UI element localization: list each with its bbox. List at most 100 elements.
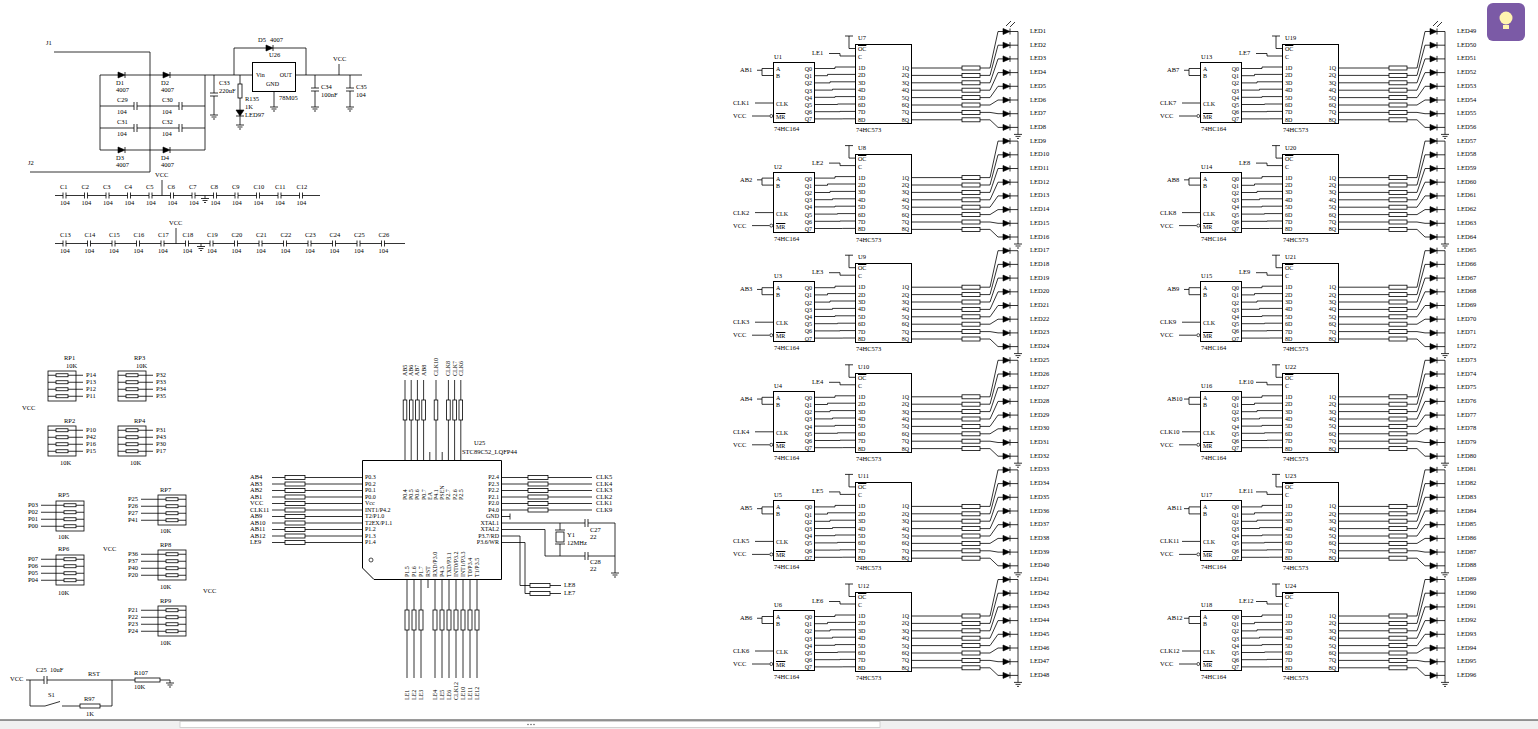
wire: [262, 243, 284, 244]
pin-name: 1Q: [902, 65, 909, 71]
resistor-symbol: [126, 443, 138, 446]
wire: [1407, 525, 1430, 536]
wire: [240, 98, 241, 110]
led-symbol: [1003, 248, 1010, 254]
led-symbol: [1430, 590, 1437, 596]
pin-name: MR: [1203, 114, 1212, 120]
pin-name: 7D: [1285, 548, 1292, 554]
pin-name: 2Q: [902, 401, 909, 407]
wire: [1437, 497, 1445, 498]
led-label: LED37: [1030, 521, 1049, 528]
wire: [1242, 184, 1282, 185]
led-symbol: [1003, 604, 1010, 610]
part-number: 74HC573: [856, 127, 881, 134]
wire: [421, 580, 422, 610]
logic-chip: U17ABCLKMRQ0Q1Q2Q3Q4Q5Q6Q774HC164: [1200, 500, 1242, 561]
pin-name: P1.5: [404, 566, 410, 577]
wire: [68, 444, 76, 445]
wire: [1407, 429, 1430, 434]
pin-name: Q5: [805, 212, 812, 218]
part-number: 74HC573: [1283, 675, 1308, 682]
wire: [1437, 374, 1445, 375]
pin-name: Q4: [1232, 424, 1239, 430]
resistor-symbol: [1389, 103, 1407, 107]
wire: [405, 380, 406, 400]
pin-name: 5Q: [902, 643, 909, 649]
pin-name: P0.7: [421, 489, 427, 500]
logic-chip: U11OCC1D2D3D4D5D6D7D8D1Q2Q3Q4Q5Q6Q7Q8Q74…: [855, 482, 912, 562]
wire: [1189, 287, 1200, 288]
wire: [845, 364, 853, 365]
pin-name: 6D: [1285, 431, 1292, 437]
led-symbol: [1430, 535, 1437, 541]
led-label: LED85: [1457, 521, 1476, 528]
capacitor-symbol: [136, 241, 137, 247]
resistor-symbol: [1389, 432, 1407, 436]
wire: [757, 179, 762, 180]
pin-name: CLK: [776, 101, 788, 107]
resistor-symbol: [461, 610, 465, 630]
resistor-symbol: [459, 400, 463, 420]
pin-name: 8Q: [902, 226, 909, 232]
component-label: 104: [162, 109, 172, 116]
resistor-symbol: [285, 508, 305, 512]
led-label: LED48: [1030, 672, 1049, 679]
pin-name: Q4: [1232, 204, 1239, 210]
ground-symbol: [1018, 679, 1019, 682]
led-label: LED82: [1457, 480, 1476, 487]
led-label: LED28: [1030, 398, 1049, 405]
light-arrow: [1010, 22, 1015, 27]
wire: [815, 535, 855, 537]
led-symbol: [1003, 56, 1010, 62]
wire: [56, 559, 64, 560]
resistor-symbol: [962, 447, 980, 451]
net-label: AB6: [740, 615, 752, 622]
pin-name: Q0: [805, 395, 812, 401]
led-symbol: [1003, 453, 1010, 459]
wire: [1437, 278, 1445, 279]
wire: [1445, 251, 1446, 351]
resistor-symbol: [1389, 439, 1407, 443]
pin-name: Q4: [805, 643, 812, 649]
pin-name: A: [776, 176, 780, 182]
capacitor-symbol: [256, 193, 257, 199]
pin-name: Q0: [1232, 285, 1239, 291]
capacitor-symbol: [283, 241, 284, 247]
led-label: LED30: [1030, 425, 1049, 432]
pin-name: 7Q: [902, 219, 909, 225]
pin-name: 3D: [1285, 409, 1292, 415]
wire: [442, 580, 443, 610]
wire: [1010, 154, 1018, 155]
led-label: LED43: [1030, 603, 1049, 610]
wire: [1437, 661, 1445, 662]
wire: [138, 451, 146, 452]
wire: [76, 444, 83, 445]
resistor-symbol: [962, 432, 980, 436]
led-label: LED67: [1457, 275, 1476, 282]
wire: [845, 584, 853, 585]
wire: [125, 75, 163, 76]
chip-designator: U5: [774, 492, 782, 499]
wire: [141, 499, 158, 500]
wire: [240, 116, 241, 122]
wire: [1407, 415, 1430, 426]
capacitor-symbol: [346, 88, 354, 89]
resistor-symbol: [962, 176, 980, 180]
wire: [1437, 483, 1445, 484]
led-symbol: [1430, 303, 1437, 309]
pin-name: Q4: [1232, 314, 1239, 320]
resistor-network: [158, 550, 186, 580]
wire: [305, 484, 362, 485]
wire: [1407, 86, 1430, 97]
wire: [158, 624, 166, 625]
wire: [815, 637, 855, 639]
led-symbol: [1003, 275, 1010, 281]
pin-name: P4.3: [439, 566, 445, 577]
component-label: D2: [161, 80, 169, 87]
wire: [1010, 182, 1018, 183]
led-symbol: [1003, 467, 1010, 473]
wire: [1339, 536, 1389, 537]
led-symbol: [1430, 453, 1437, 459]
wire: [1407, 264, 1430, 294]
wire: [912, 229, 962, 230]
